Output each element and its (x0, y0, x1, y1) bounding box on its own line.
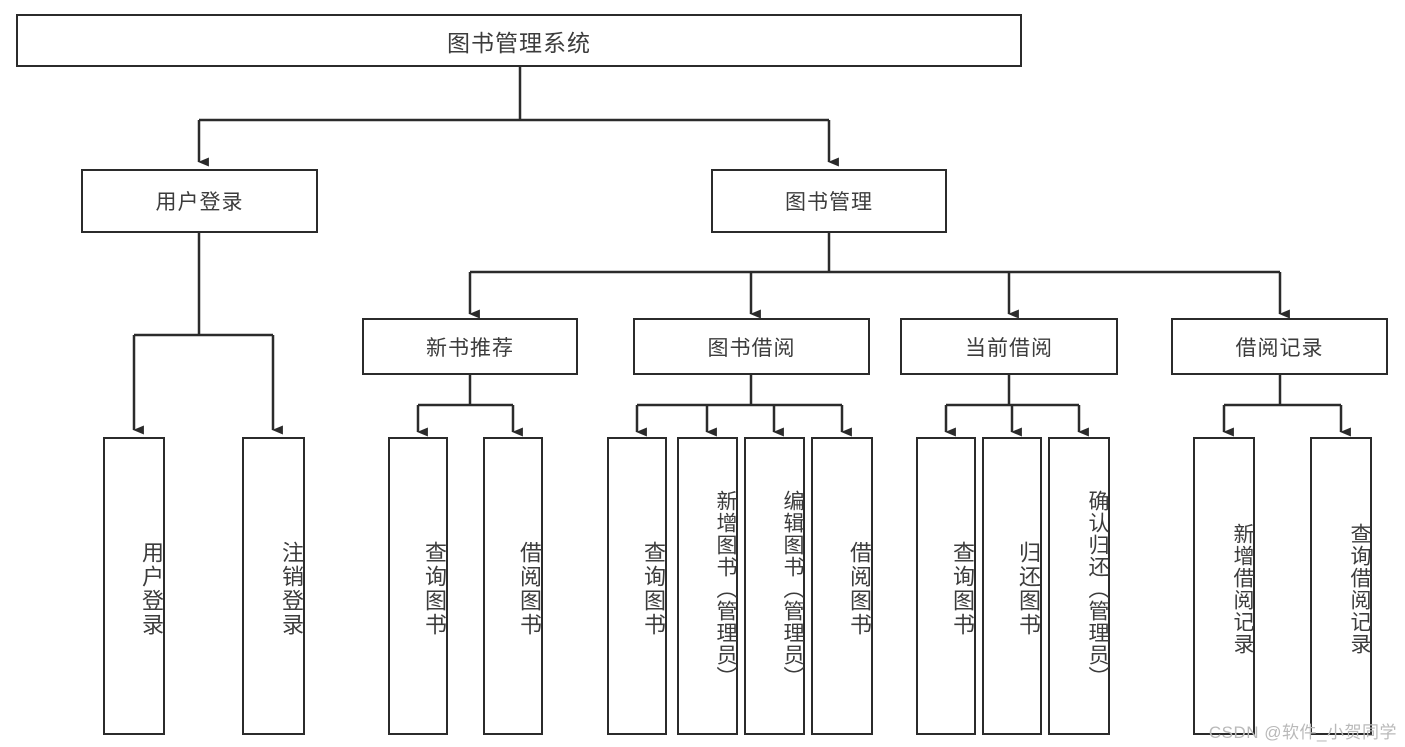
leaf-query-book-recommend[interactable]: 查询图书 (388, 437, 448, 735)
node-book-borrow[interactable]: 图书借阅 (633, 318, 870, 375)
leaf-logout[interactable]: 注销登录 (242, 437, 305, 735)
leaf-edit-book-admin[interactable]: 编辑图书（管理员） (744, 437, 805, 735)
leaf-borrow-book[interactable]: 借阅图书 (811, 437, 873, 735)
node-root[interactable]: 图书管理系统 (16, 14, 1022, 67)
leaf-borrow-book-recommend[interactable]: 借阅图书 (483, 437, 543, 735)
node-current-borrow[interactable]: 当前借阅 (900, 318, 1118, 375)
leaf-user-login[interactable]: 用户登录 (103, 437, 165, 735)
node-borrow-record[interactable]: 借阅记录 (1171, 318, 1388, 375)
node-new-book-recommend[interactable]: 新书推荐 (362, 318, 578, 375)
leaf-query-book-current[interactable]: 查询图书 (916, 437, 976, 735)
node-user-login[interactable]: 用户登录 (81, 169, 318, 233)
leaf-add-borrow-record[interactable]: 新增借阅记录 (1193, 437, 1255, 735)
leaf-return-book[interactable]: 归还图书 (982, 437, 1042, 735)
leaf-query-book-borrow[interactable]: 查询图书 (607, 437, 667, 735)
node-book-management[interactable]: 图书管理 (711, 169, 947, 233)
leaf-confirm-return-admin[interactable]: 确认归还（管理员） (1048, 437, 1110, 735)
leaf-query-borrow-record[interactable]: 查询借阅记录 (1310, 437, 1372, 735)
watermark: CSDN @软件_小贺同学 (1208, 723, 1397, 742)
leaf-add-book-admin[interactable]: 新增图书（管理员） (677, 437, 738, 735)
